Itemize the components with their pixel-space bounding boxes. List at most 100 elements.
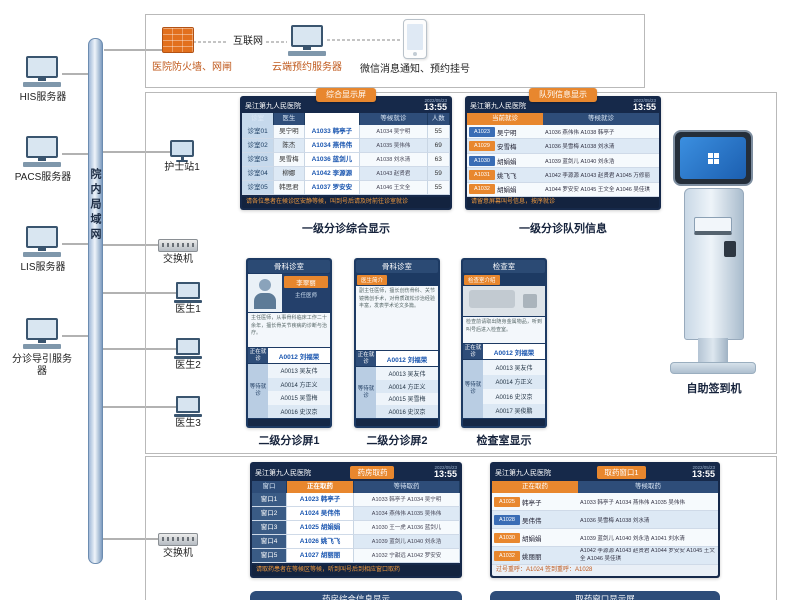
waiting-item: A0016 史汉京 <box>268 404 330 418</box>
hospital-name: 吴江第九人民医院 <box>495 469 551 477</box>
waiting-item: A0013 吴友伟 <box>268 364 330 378</box>
recall-footer: 过号重呼：A1024 签到重呼：A1028 <box>492 565 718 576</box>
kiosk-printer-slot <box>694 217 732 235</box>
current-label: 正在就诊 <box>463 344 483 359</box>
screen-footer <box>356 419 438 426</box>
waiting-item: A0014 方正义 <box>376 379 438 393</box>
current-number: A0012 刘福荣 <box>376 351 438 366</box>
room-title: 骨科诊室 <box>248 260 330 273</box>
intro-tag: 医生简介 <box>357 275 388 285</box>
nurse-station-icon <box>170 140 194 162</box>
notice-ticker: 请留意屏幕叫号信息，按序就诊 <box>467 197 659 209</box>
wechat-label: 微信消息通知、预约挂号 <box>360 64 470 75</box>
caption-pharmacy-window: 取药窗口显示屏 <box>490 591 720 600</box>
lan-backbone <box>88 38 103 564</box>
nurse-station-label: 护士站1 <box>164 162 200 173</box>
doctor-intro: 副主任医师，擅长创伤骨科、关节镜微创手术，对骨质疏松诊治经验丰富，发表学术论文多… <box>356 286 438 350</box>
triage-area-box <box>145 92 777 454</box>
screen-tag-window: 取药窗口1 <box>597 466 646 479</box>
cloud-server-icon <box>287 25 327 56</box>
switch-mid-label: 交换机 <box>163 254 193 265</box>
waiting-item: A0015 吴雪梅 <box>376 392 438 406</box>
doctor-title: 主任医师 <box>294 293 317 299</box>
current-number: A0012 刘福荣 <box>483 344 545 359</box>
waiting-item: A0016 史汉京 <box>483 389 545 404</box>
caption-level2-1: 二级分诊屏1 <box>258 435 320 447</box>
doctor-name: 李翠丽 <box>284 276 328 288</box>
exam-room-screen: 检查室 检查室介绍 检查前请取出随身金属物品，听到叫号后进入检查室。 正在就诊 … <box>461 258 547 428</box>
triage-server-icon <box>22 318 62 349</box>
internet-label: 互联网 <box>233 36 263 47</box>
lis-server-icon <box>22 226 62 257</box>
waiting-item: A0013 吴友伟 <box>376 367 438 380</box>
doctor1-laptop-icon <box>174 282 202 303</box>
doctor3-laptop-icon <box>174 396 202 417</box>
doctor2-laptop-icon <box>174 338 202 359</box>
screen-footer <box>248 419 330 426</box>
doctor3-label: 医生3 <box>175 418 201 429</box>
room-title: 骨科诊室 <box>356 260 438 273</box>
current-label: 正在就诊 <box>356 351 376 366</box>
waiting-label: 等待就诊 <box>463 360 483 418</box>
room-title: 检查室 <box>463 260 545 273</box>
checkin-kiosk <box>664 130 762 376</box>
switch-bottom-label: 交换机 <box>163 548 193 559</box>
screen-footer <box>463 419 545 426</box>
notice-ticker: 请取药患者在等候区等候，听到叫号后到相应窗口取药 <box>252 565 460 576</box>
caption-pharmacy-main: 药房综合信息显示 <box>250 591 462 600</box>
kiosk-screen <box>673 130 753 186</box>
caption-kiosk: 自助签到机 <box>686 383 742 395</box>
cloud-server-label: 云端预约服务器 <box>272 62 342 73</box>
current-number: A0012 刘福荣 <box>268 348 330 363</box>
exam-intro: 检查前请取出随身金属物品，听到叫号后进入检查室。 <box>463 317 545 343</box>
switch-icon-mid <box>158 239 198 252</box>
doctor-photo <box>248 274 282 312</box>
pharmacy-area-box <box>145 456 777 600</box>
pacs-server-label: PACS服务器 <box>14 172 72 183</box>
lan-label: 院内局域网 <box>89 168 101 243</box>
hospital-name: 吴江第九人民医院 <box>245 102 301 110</box>
screen-tag-comprehensive: 综合显示屏 <box>316 88 376 102</box>
switch-icon-bottom <box>158 533 198 546</box>
equipment-photo <box>463 286 545 316</box>
level2-screen-2: 骨科诊室 医生简介 副主任医师，擅长创伤骨科、关节镜微创手术，对骨质疏松诊治经验… <box>354 258 440 428</box>
level2-screen-1: 骨科诊室 李翠丽 主任医师 主任医师，从事骨科临床工作二十余年，擅长骨关节疾病的… <box>246 258 332 428</box>
phone-icon <box>403 19 427 59</box>
his-server-icon <box>22 56 62 87</box>
screen-tag-pharmacy: 药房取药 <box>350 466 395 479</box>
waiting-item: A0016 史汉京 <box>376 405 438 418</box>
notice-ticker: 请各位患者在候诊区安静等候，叫到号后请及时前往诊室就诊 <box>242 197 450 208</box>
triage-server-label: 分诊导引服务器 <box>12 354 72 377</box>
his-server-label: HIS服务器 <box>19 92 67 103</box>
table-header: 诊室 医生 当前就诊 等候就诊 人数 <box>242 113 450 125</box>
queue-header: 正在取药 等候取药 <box>492 481 718 493</box>
waiting-item: A0013 吴友伟 <box>483 360 545 375</box>
lis-server-label: LIS服务器 <box>20 262 66 273</box>
waiting-label: 等待就诊 <box>356 367 376 418</box>
doctor1-label: 医生1 <box>175 304 201 315</box>
kiosk-base <box>670 362 756 374</box>
intro-tag: 检查室介绍 <box>464 275 500 285</box>
doctor2-label: 医生2 <box>175 360 201 371</box>
comprehensive-display-screen: 综合显示屏 吴江第九人民医院 2022/05/23 13:55 诊室 医生 当前… <box>240 88 452 210</box>
waiting-item: A0015 吴雪梅 <box>268 391 330 405</box>
